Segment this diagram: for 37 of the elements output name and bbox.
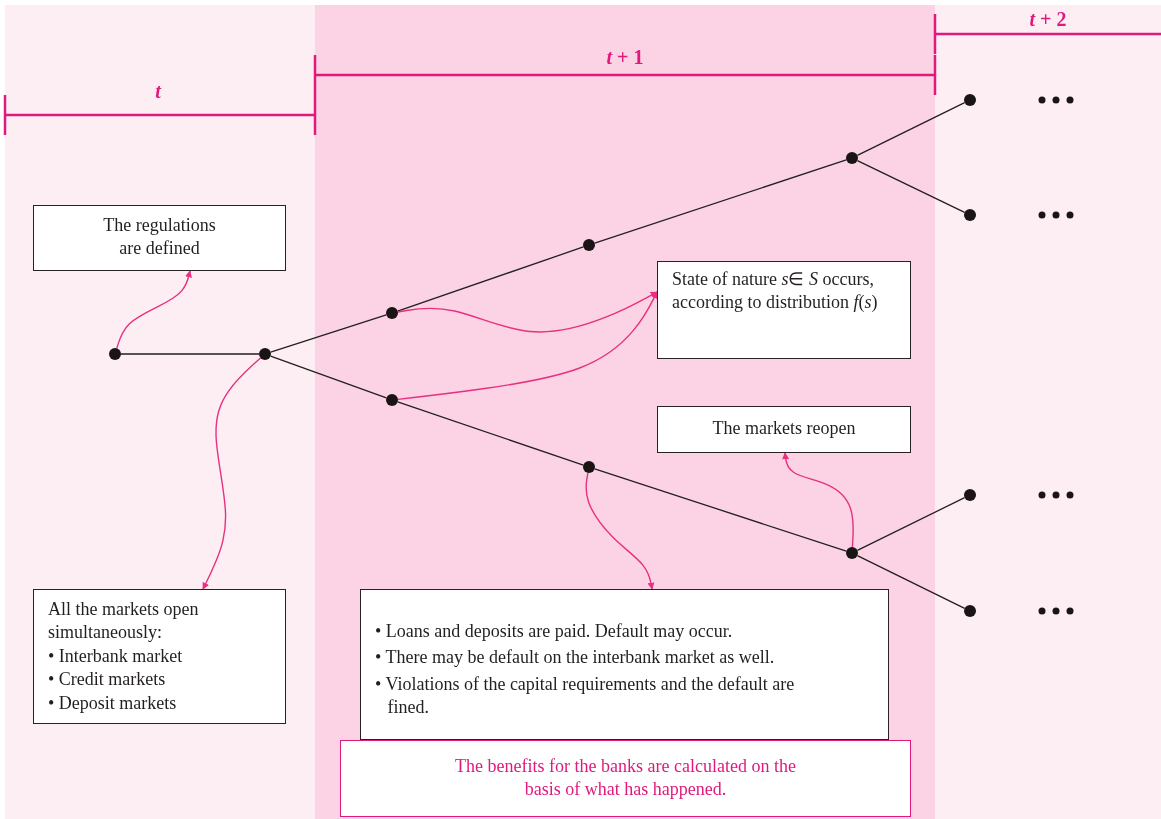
tree-branch	[270, 314, 387, 353]
box-text: State of nature s∈ S occurs, according to distribution f(s)	[672, 268, 879, 315]
tree-branch	[856, 497, 966, 551]
box-text: • Deposit markets	[48, 691, 178, 715]
tree-branch	[856, 102, 966, 156]
leader-arrow	[116, 270, 192, 349]
tree-branch	[120, 353, 260, 355]
box-text: All the markets open simultaneously:	[48, 598, 200, 645]
box-text: • There may be default on the interbank market as well.	[375, 646, 776, 670]
leader-arrow	[397, 291, 658, 400]
tree-branch	[856, 555, 966, 609]
leader-arrow	[397, 291, 658, 333]
event-box	[657, 261, 911, 359]
box-text: • Violations of the capital requirements and the default are fined.	[375, 672, 796, 720]
box-text: • Loans and deposits are paid. Default may occur.	[375, 620, 734, 643]
event-box	[33, 205, 286, 271]
leader-arrow	[585, 472, 655, 590]
result-box	[340, 740, 911, 817]
tree-branch	[856, 159, 966, 214]
tree-branch	[594, 159, 847, 244]
box-text: • Credit markets	[48, 668, 167, 692]
period-label: t	[155, 80, 161, 103]
tree-branch	[397, 401, 584, 466]
box-text: The regulations are defined	[102, 214, 217, 261]
leader-arrow	[202, 357, 262, 590]
event-box	[360, 589, 889, 740]
box-text: The benefits for the banks are calculated on the basis of what has happened.	[454, 755, 797, 802]
event-box	[33, 589, 286, 724]
box-text: • Interbank market	[48, 644, 184, 668]
period-label: t + 1	[606, 46, 644, 69]
event-box	[657, 406, 911, 453]
tree-branch	[397, 246, 584, 312]
box-text: The markets reopen	[711, 417, 857, 440]
tree-branch	[594, 468, 847, 552]
tree-branch	[270, 355, 387, 399]
leader-arrow	[782, 452, 854, 548]
period-label: t + 2	[1029, 8, 1067, 31]
